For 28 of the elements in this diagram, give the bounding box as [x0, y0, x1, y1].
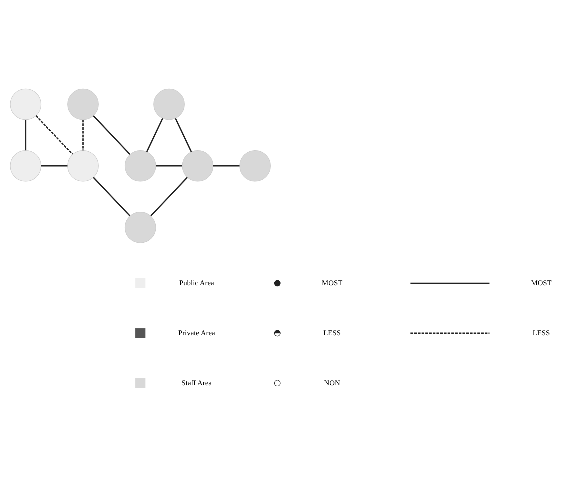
connector	[175, 118, 192, 152]
connector	[25, 120, 27, 151]
legend-label: MOST	[322, 278, 343, 288]
connector	[93, 177, 131, 217]
node-circle	[10, 150, 42, 182]
node-circle	[124, 150, 156, 182]
legend-label: LESS	[324, 328, 341, 338]
legend-label: LESS	[532, 328, 550, 338]
connector	[150, 177, 188, 217]
node-circle	[10, 88, 42, 120]
legend-label: Staff Area	[182, 378, 212, 388]
connector	[82, 120, 84, 151]
node-circle	[68, 88, 99, 120]
connector	[41, 165, 68, 167]
node-circle	[154, 88, 185, 120]
connector	[156, 165, 182, 167]
node-circle	[68, 150, 99, 182]
node-circle	[124, 212, 156, 244]
connector	[36, 116, 74, 155]
connector	[93, 116, 131, 155]
connector	[146, 118, 164, 152]
legend-label: MOST	[531, 278, 552, 288]
legend-label: Private Area	[178, 328, 216, 338]
node-circle	[240, 150, 271, 182]
connector	[213, 165, 240, 167]
node-circle	[182, 150, 214, 182]
legend-label: NON	[324, 378, 340, 388]
legend-label: Public Area	[179, 278, 214, 288]
